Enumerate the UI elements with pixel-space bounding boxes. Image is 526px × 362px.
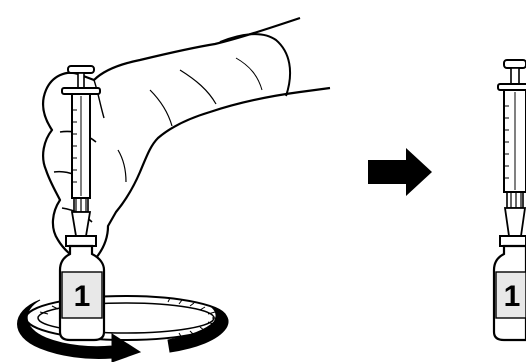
syringe-right xyxy=(497,59,526,237)
vial-left: 1 xyxy=(58,235,106,342)
step-arrow xyxy=(368,148,432,196)
right-step-panel: 1 xyxy=(492,59,526,342)
vial-left-number: 1 xyxy=(74,280,91,313)
syringe-left xyxy=(61,65,101,237)
gloved-hand xyxy=(42,16,331,264)
vial-right-number: 1 xyxy=(504,280,521,313)
rotation-arrow xyxy=(17,299,229,362)
vial-right: 1 xyxy=(492,235,526,342)
left-step-panel: 1 xyxy=(17,16,331,362)
